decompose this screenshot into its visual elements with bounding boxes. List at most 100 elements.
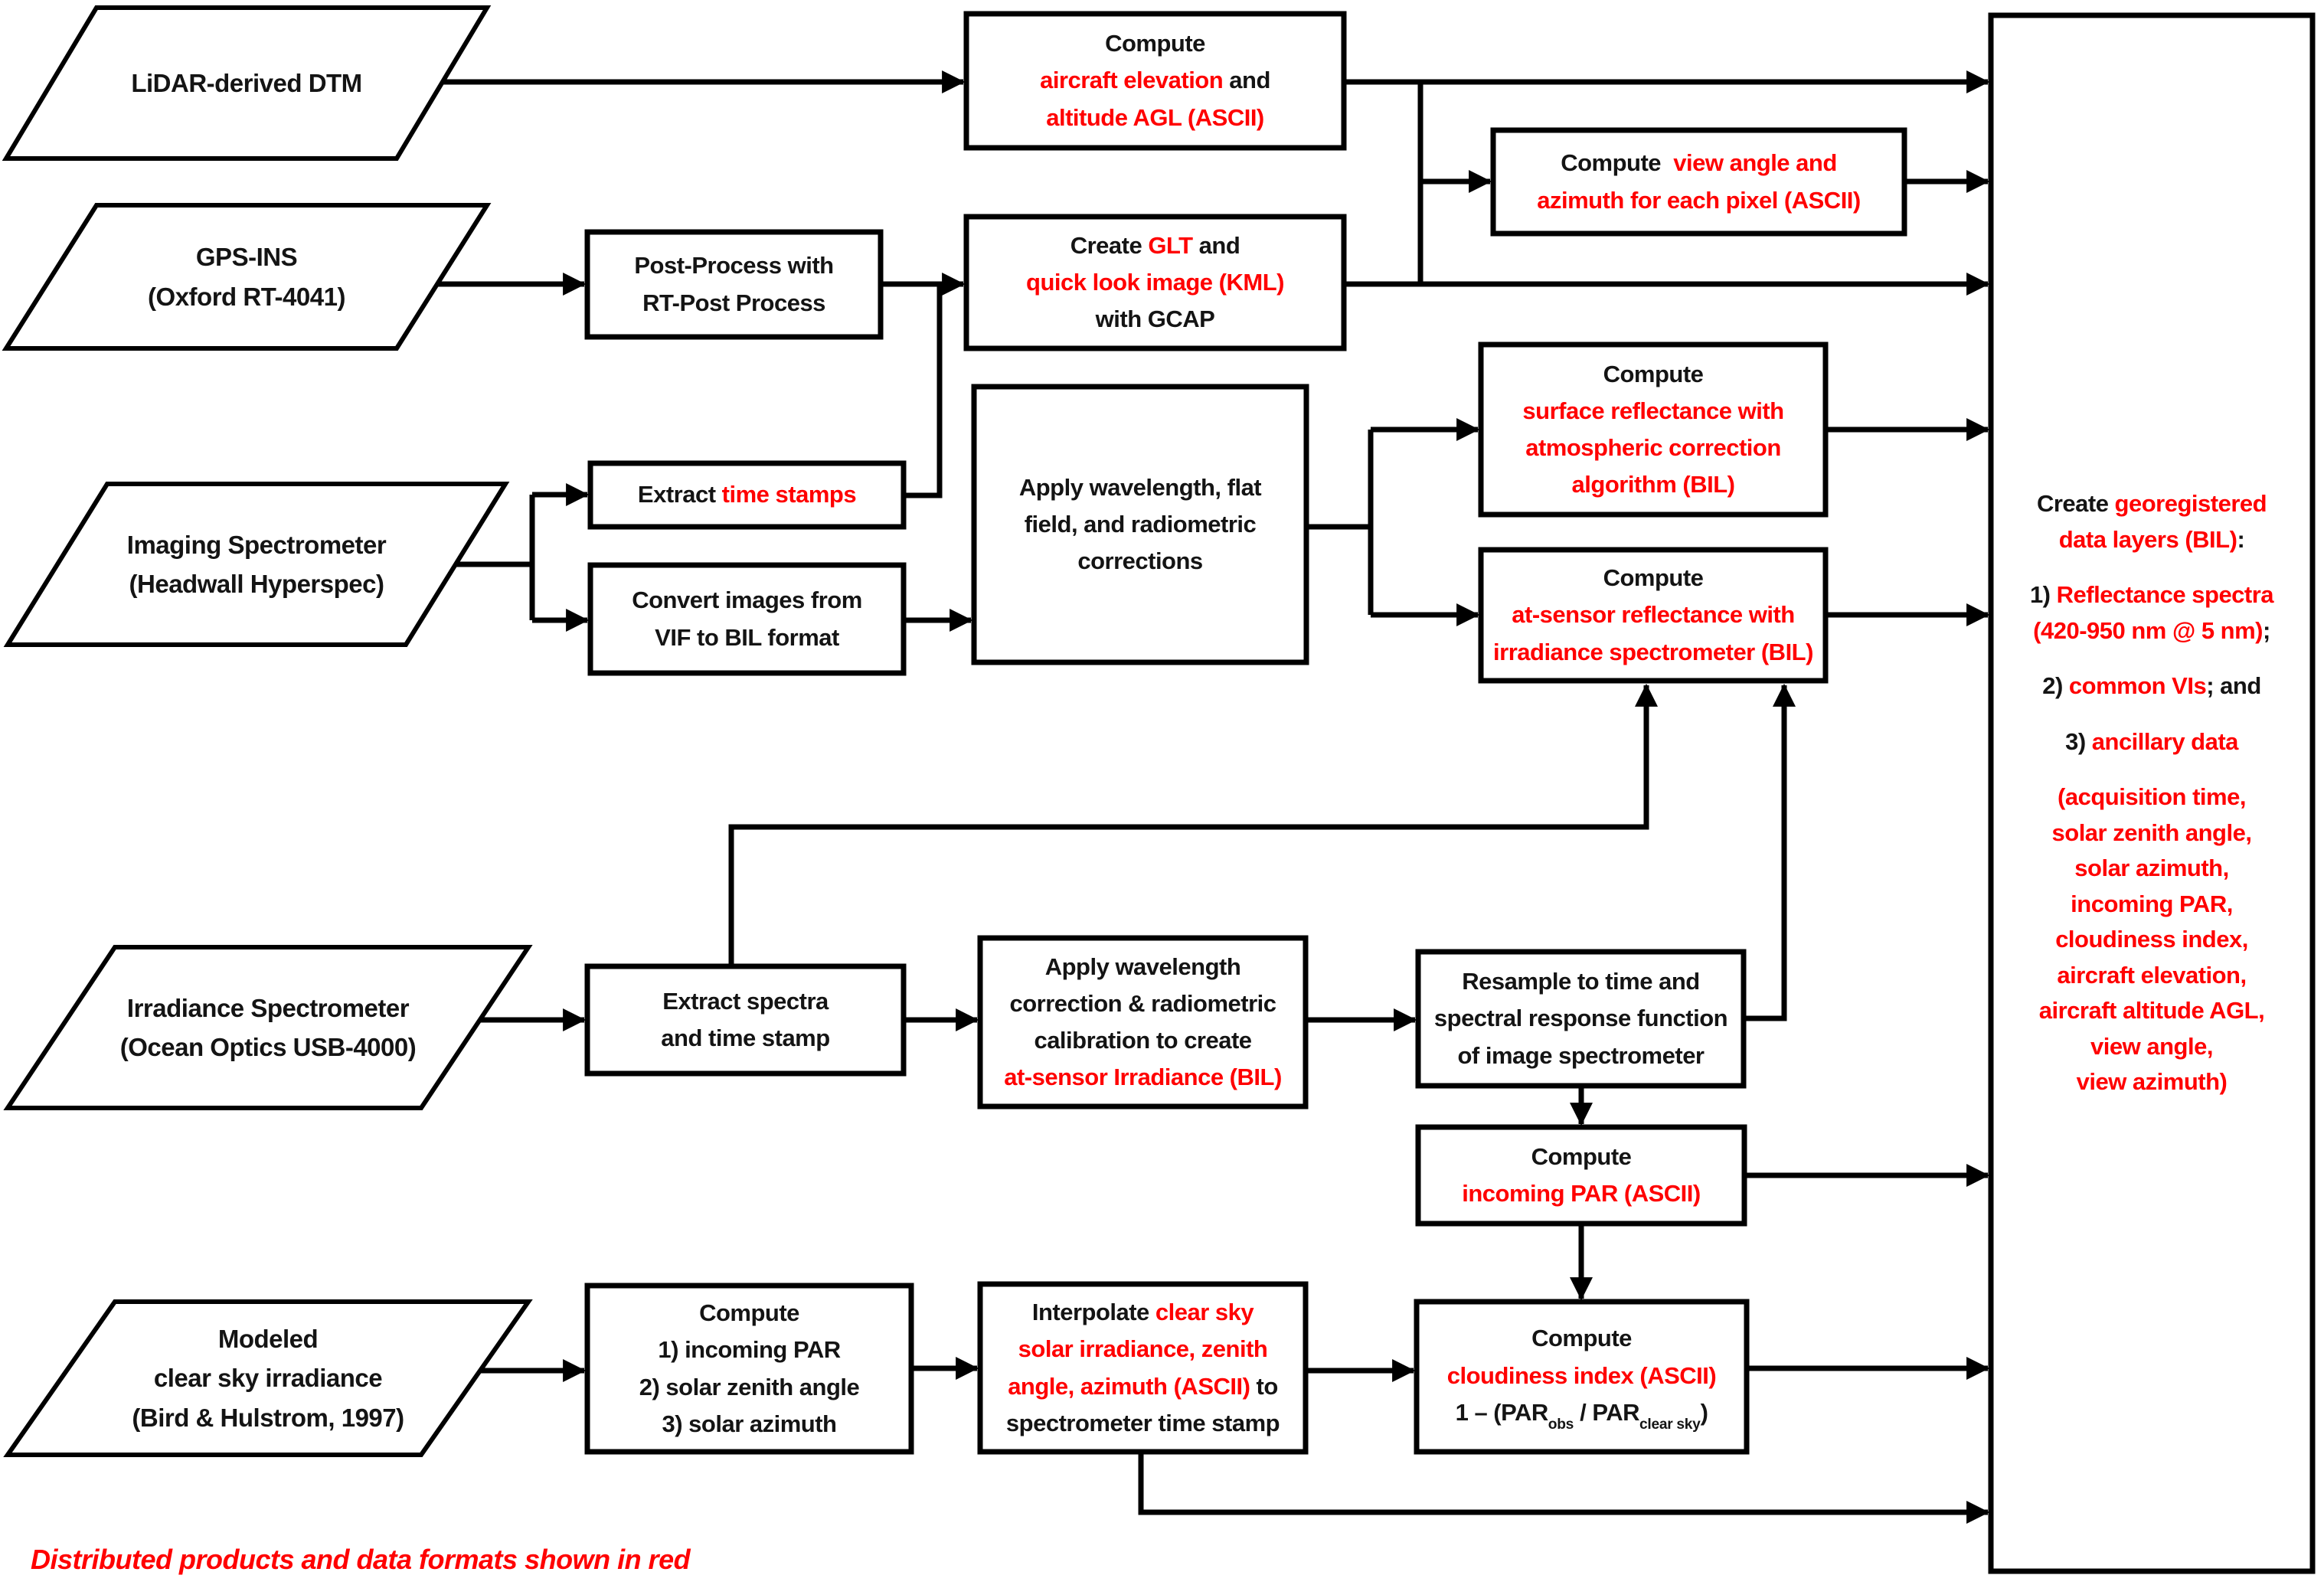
text-segment: cloudiness index, (2055, 926, 2248, 953)
text-segment: 3) (2065, 727, 2092, 755)
text-segment: solar azimuth, (2074, 855, 2229, 881)
text-segment: corrections (1077, 547, 1203, 575)
text-line: 2) solar zenith angle (639, 1369, 860, 1406)
text-line: angle, azimuth (ASCII) to (1008, 1368, 1278, 1405)
footnote: Distributed products and data formats sh… (31, 1544, 691, 1575)
text-segment: 1) incoming PAR (658, 1336, 841, 1364)
text-segment: of image spectrometer (1457, 1041, 1705, 1069)
text-segment: Compute (1603, 564, 1704, 592)
text-segment: VIF to BIL format (655, 623, 839, 651)
text-line: spectrometer time stamp (1006, 1405, 1280, 1442)
text-segment: at-sensor reflectance with (1512, 601, 1795, 629)
imaging-spectrometer-input-shape (3, 482, 510, 647)
text-segment: ; (2263, 616, 2270, 644)
text-line: surface reflectance with (1522, 393, 1784, 430)
text-segment: view angle, (2090, 1032, 2213, 1060)
imaging-spectrometer-input-label: Imaging Spectrometer (Headwall Hyperspec) (8, 484, 505, 645)
extract-time-stamps-box-shape (587, 460, 907, 530)
text-line: Convert images from (632, 582, 862, 619)
lidar-input-shape (2, 5, 492, 161)
text-line: 3) ancillary data (2065, 724, 2238, 760)
text-segment: georegistered (2114, 490, 2267, 517)
compute-par-zenith-azimuth-label: Compute 1) incoming PAR 2) solar zenith an… (587, 1286, 911, 1452)
text-segment: with GCAP (1095, 306, 1215, 333)
text-segment: irradiance spectrometer (BIL) (1493, 638, 1813, 665)
text-line: (Oxford RT-4041) (148, 277, 345, 316)
resample-box-shape (1415, 949, 1747, 1089)
text-segment: clear sky irradiance (153, 1364, 383, 1393)
text-segment: clear sky (1639, 1416, 1701, 1433)
text-line: (Bird & Hulstrom, 1997) (132, 1398, 404, 1437)
text-segment: Compute (1531, 1142, 1632, 1170)
text-segment: and time stamp (661, 1025, 830, 1051)
text-line: quick look image (KML) (1026, 264, 1284, 301)
text-line: Create georegistered (2037, 486, 2267, 522)
text-segment: Compute (699, 1299, 799, 1327)
text-line: of image spectrometer (1458, 1038, 1705, 1074)
text-segment: spectral response function (1433, 1005, 1728, 1032)
text-segment: ) (1700, 1398, 1708, 1426)
irradiance-spectrometer-input-label: Irradiance Spectrometer (Ocean Optics USB… (8, 947, 528, 1108)
text-line: aircraft elevation and (1040, 62, 1270, 99)
compute-par-zenith-azimuth-box-shape (584, 1283, 914, 1455)
text-line: field, and radiometric (1025, 506, 1257, 543)
text-segment: quick look image (KML) (1026, 268, 1284, 296)
text-line: Modeled (218, 1319, 319, 1358)
text-line: altitude AGL (ASCII) (1046, 100, 1264, 136)
text-line: Apply wavelength (1045, 949, 1241, 985)
text-segment: spectrometer time stamp (1005, 1409, 1280, 1436)
text-line: correction & radiometric (1009, 985, 1276, 1022)
text-line: Imaging Spectrometer (127, 525, 387, 564)
text-segment: GLT (1148, 231, 1193, 259)
text-line: cloudiness index, (2055, 922, 2248, 958)
text-segment: and (1192, 231, 1240, 259)
text-segment: Compute (1531, 1325, 1632, 1352)
text-line: irradiance spectrometer (BIL) (1493, 634, 1813, 671)
text-line: Compute (1603, 356, 1704, 393)
connectors (438, 70, 1990, 1524)
gps-input-label: GPS-INS(Oxford RT-4041) (6, 205, 487, 348)
text-line: Create GLT and (1070, 227, 1240, 264)
extract-spectra-box-shape (584, 963, 907, 1077)
create-glt-label: Create GLT and quick look image (KML) with… (966, 217, 1344, 348)
text-line: data layers (BIL): (2059, 522, 2245, 558)
text-segment: Reflectance spectra (2056, 581, 2274, 608)
connector-resample-to-at-sensor-reflectance (1744, 683, 1796, 1021)
text-segment: Compute (1105, 30, 1205, 57)
text-segment: surface reflectance with (1522, 397, 1784, 424)
modeled-irradiance-input-shape (3, 1299, 533, 1457)
text-line: solar azimuth, (2074, 851, 2229, 887)
apply-corrections-label: Apply wavelength, flat field, and radiome… (974, 387, 1306, 662)
text-segment: 3) solar azimuth (662, 1410, 838, 1437)
text-segment: Post-Process with (634, 252, 834, 279)
text-segment: aircraft altitude AGL, (2038, 997, 2265, 1024)
connector-apply-corrections-trunk (1306, 430, 1374, 615)
text-line: aircraft altitude AGL, (2038, 993, 2265, 1029)
text-segment: Irradiance Spectrometer (126, 993, 410, 1022)
text-line: (Ocean Optics USB-4000) (120, 1028, 417, 1067)
text-segment: and (1223, 67, 1270, 94)
text-line: atmospheric correction (1525, 430, 1781, 466)
text-line: (Headwall Hyperspec) (129, 564, 384, 603)
text-line: solar zenith angle, (2052, 815, 2252, 851)
text-segment: (Headwall Hyperspec) (129, 570, 384, 598)
text-segment: algorithm (BIL) (1571, 471, 1735, 498)
text-line: Compute (1603, 560, 1704, 596)
convert-images-box-shape (587, 562, 907, 676)
text-segment: Apply wavelength, flat (1018, 473, 1262, 501)
text-line: Compute (1531, 1320, 1632, 1357)
text-line: calibration to create (1034, 1022, 1252, 1059)
apply-corrections-box-shape (971, 384, 1309, 665)
text-segment: solar irradiance, zenith (1018, 1335, 1268, 1363)
lidar-input-label: LiDAR-derived DTM (6, 8, 487, 158)
text-line: incoming PAR, (2071, 887, 2233, 923)
